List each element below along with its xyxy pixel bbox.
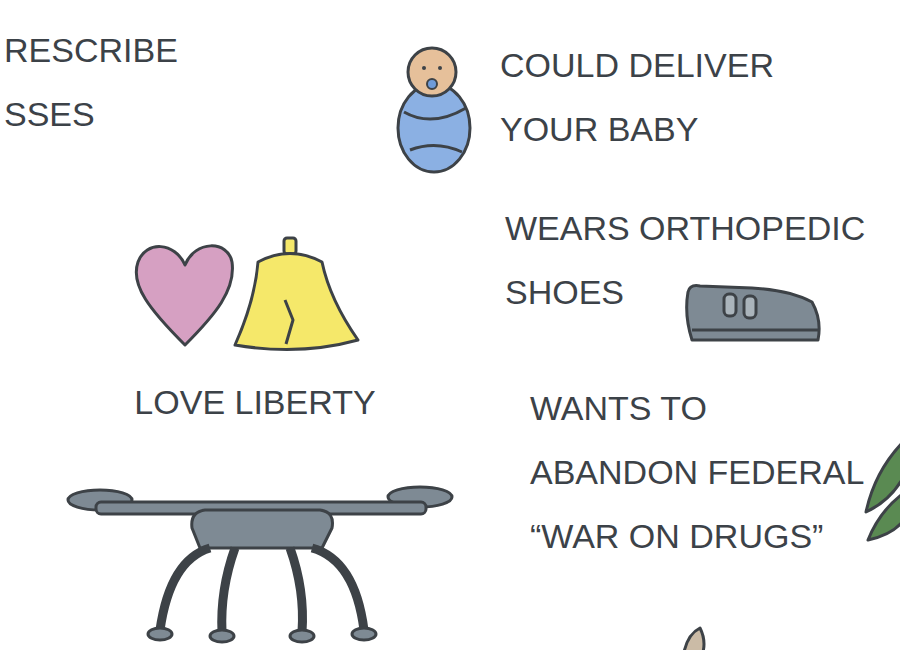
liberty-bell-icon — [235, 238, 358, 349]
region-label: COULD DELIVER YOUR BABY — [500, 33, 820, 161]
region-label: WANTS TO ABANDON FEDERAL “WAR ON DRUGS” — [530, 376, 875, 568]
baby-icon — [398, 48, 470, 172]
partial-icon — [684, 628, 704, 650]
shoe-icon — [687, 286, 819, 340]
region-label: RESCRIBE SSES — [4, 18, 209, 146]
region-label: LOVE LIBERTY — [90, 370, 420, 434]
drone-icon — [68, 487, 452, 642]
region-label: WEARS ORTHOPEDIC SHOES — [505, 196, 885, 324]
leaf-icon — [866, 440, 900, 540]
heart-icon — [136, 246, 232, 345]
